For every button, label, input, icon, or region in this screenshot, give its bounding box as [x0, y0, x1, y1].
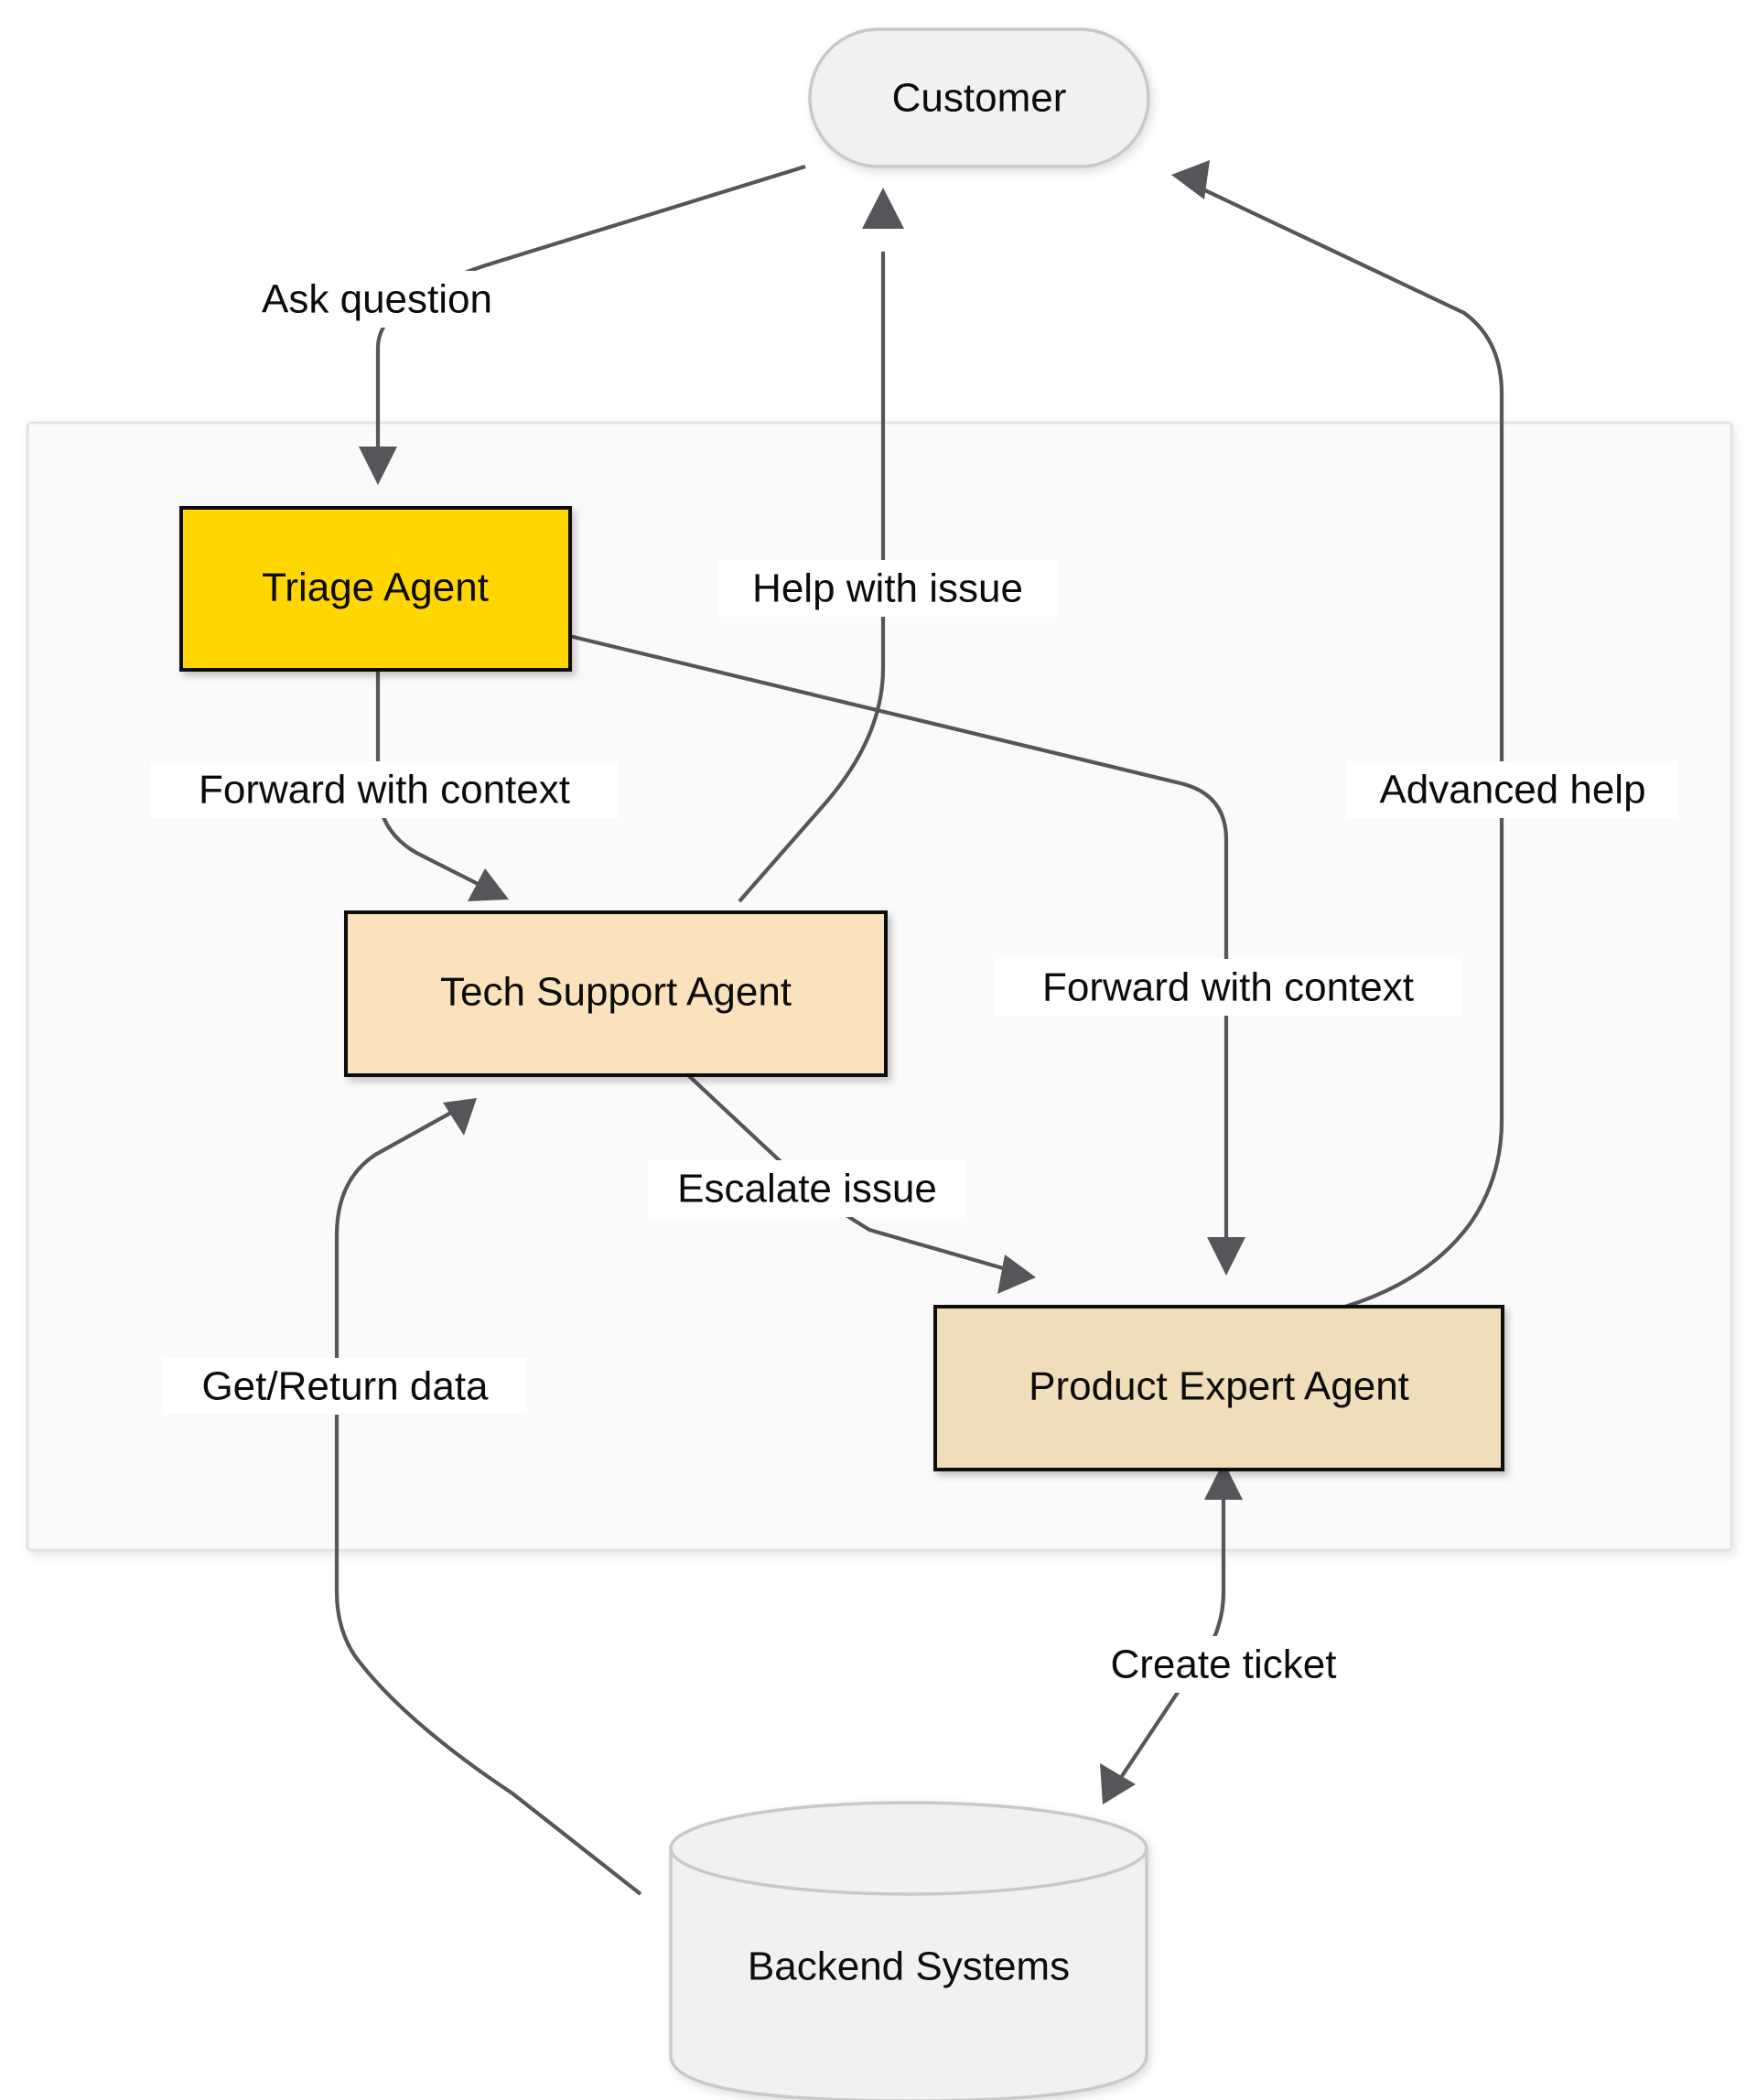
arrowhead-escalate-issue [997, 1255, 1036, 1294]
edge-label-advanced-help-text: Advanced help [1379, 768, 1645, 813]
arrowhead-ask-question [359, 447, 397, 485]
node-triage-agent-label: Triage Agent [262, 565, 489, 610]
edge-get-return-data [334, 1098, 642, 1896]
node-backend-systems-label: Backend Systems [748, 1944, 1070, 1989]
edge-label-forward-right-bg [995, 959, 1461, 1016]
node-tech-support-agent-shape [344, 910, 888, 1077]
arrowhead-forward-left [468, 868, 509, 901]
node-triage-agent-shape [179, 506, 572, 672]
edge-label-help-with-issue-text: Help with issue [752, 566, 1023, 611]
edge-label-escalate-issue-bg [648, 1160, 966, 1217]
edge-label-get-return-data-bg [163, 1358, 527, 1415]
edge-label-forward-right-text: Forward with context [1042, 965, 1414, 1010]
edge-path-forward-right [568, 633, 1229, 1259]
node-backend-systems-body [669, 1847, 1148, 2100]
node-product-expert-agent[interactable]: Product Expert Agent [933, 1305, 1504, 1471]
edge-label-forward-with-context-right: Forward with context [995, 959, 1461, 1016]
edge-path-help-with-issue [738, 252, 886, 903]
edge-path-advanced-help [1189, 181, 1504, 1309]
edge-label-ask-question-bg [229, 271, 522, 328]
node-backend-systems-top [669, 1801, 1148, 1896]
edge-label-forward-left-text: Forward with context [199, 768, 570, 813]
edge-label-forward-left-bg [151, 761, 618, 818]
edge-path-get-return-data [334, 1107, 642, 1896]
edge-label-help-with-issue: Help with issue [717, 560, 1058, 617]
edge-label-get-return-data: Get/Return data [163, 1358, 527, 1415]
node-customer[interactable]: Customer [808, 27, 1150, 168]
arrowhead-get-return-data [443, 1098, 477, 1136]
node-customer-label: Customer [892, 76, 1067, 121]
arrowhead-forward-right [1207, 1237, 1245, 1276]
edge-label-ask-question: Ask question [229, 271, 522, 328]
edge-label-create-ticket-bg [1082, 1636, 1365, 1693]
node-triage-agent[interactable]: Triage Agent [179, 506, 572, 672]
arrowhead-advanced-help [1171, 160, 1210, 199]
edge-label-create-ticket-text: Create ticket [1111, 1642, 1337, 1687]
edge-label-get-return-data-text: Get/Return data [201, 1364, 489, 1409]
edge-label-advanced-help-bg [1347, 761, 1678, 818]
edge-label-escalate-issue: Escalate issue [648, 1160, 966, 1217]
edge-label-help-with-issue-bg [717, 560, 1058, 617]
edge-forward-with-context-right [568, 633, 1245, 1276]
node-product-expert-agent-label: Product Expert Agent [1029, 1364, 1409, 1409]
node-customer-shape [808, 27, 1150, 168]
arrowhead-help-with-issue [862, 188, 904, 229]
arrowhead-create-ticket-reverse [1204, 1461, 1243, 1500]
arrowhead-create-ticket [1100, 1763, 1136, 1804]
edge-label-forward-with-context-left: Forward with context [151, 761, 618, 818]
edge-advanced-help [1171, 160, 1504, 1309]
edge-label-ask-question-text: Ask question [262, 277, 492, 322]
edge-label-advanced-help: Advanced help [1347, 761, 1678, 818]
edge-label-create-ticket: Create ticket [1082, 1636, 1365, 1693]
edge-help-with-issue [738, 188, 904, 903]
node-backend-systems[interactable]: Backend Systems [669, 1801, 1148, 2100]
node-tech-support-agent[interactable]: Tech Support Agent [344, 910, 888, 1077]
node-product-expert-agent-shape [933, 1305, 1504, 1471]
edge-label-escalate-issue-text: Escalate issue [677, 1167, 937, 1212]
node-tech-support-agent-label: Tech Support Agent [440, 970, 792, 1015]
